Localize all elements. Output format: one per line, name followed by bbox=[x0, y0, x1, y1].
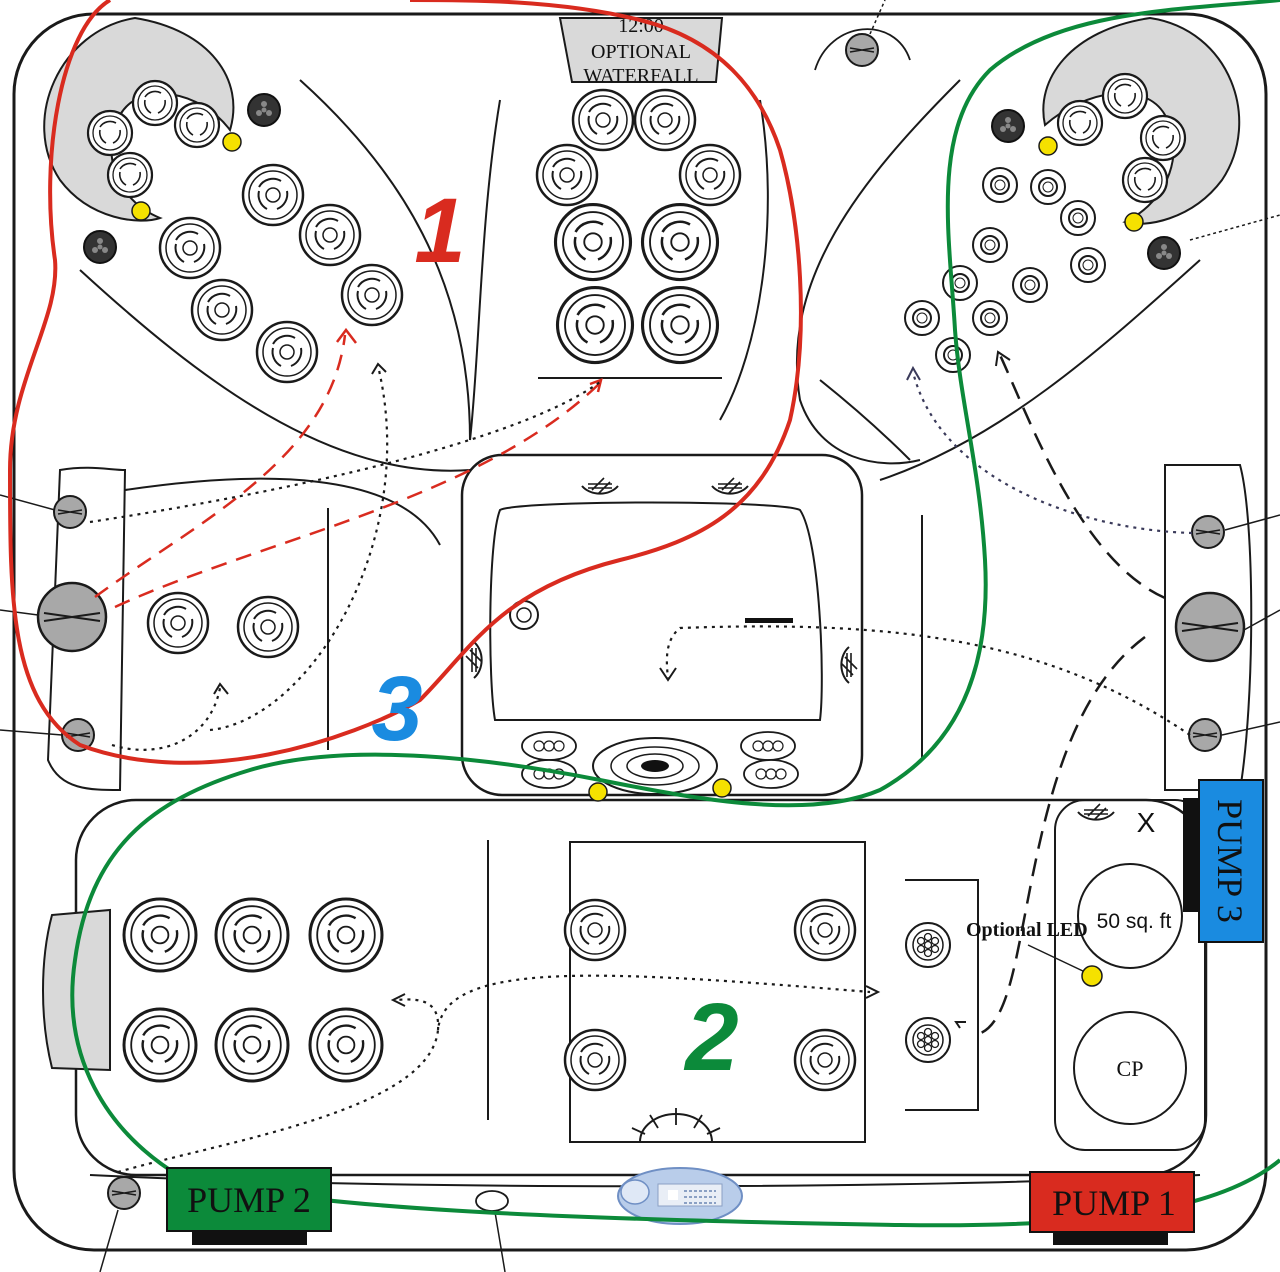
pump-1-label: PUMP 1 bbox=[1052, 1183, 1176, 1223]
zone-numbers: 1 2 3 bbox=[371, 180, 738, 1091]
led-light bbox=[1038, 136, 1058, 156]
lounger: X bbox=[122, 803, 1156, 1143]
zone1-boundary bbox=[7, 0, 803, 765]
waterfall-line2: WATERFALL bbox=[583, 65, 698, 87]
led-light bbox=[1081, 965, 1103, 987]
valve-icon bbox=[53, 495, 87, 529]
valve-icon bbox=[1188, 718, 1222, 752]
zone3-number: 3 bbox=[371, 658, 422, 760]
valve-icon bbox=[1191, 515, 1225, 549]
jets-top-center bbox=[535, 88, 742, 365]
pump-3-block: PUMP 3 bbox=[1183, 779, 1264, 943]
zone2-number: 2 bbox=[683, 984, 738, 1091]
footwell bbox=[465, 477, 858, 802]
pump-3-label: PUMP 3 bbox=[1210, 799, 1250, 923]
sun-icon bbox=[631, 1108, 721, 1143]
zone2-boundary bbox=[70, 0, 1280, 1228]
valve-icon bbox=[845, 33, 879, 67]
control-panel-icon bbox=[617, 1167, 743, 1225]
dark-jet-icon bbox=[247, 93, 281, 127]
led-light bbox=[1124, 212, 1144, 232]
led-light bbox=[131, 201, 151, 221]
waterfall: 12:00 OPTIONAL WATERFALL bbox=[558, 15, 724, 87]
floor-jet bbox=[592, 737, 718, 795]
dark-jet-icon bbox=[83, 230, 117, 264]
diverter-valve-icon bbox=[1174, 591, 1246, 663]
led-light bbox=[222, 132, 242, 152]
waterfall-line1: OPTIONAL bbox=[591, 41, 691, 63]
dark-jet-icon bbox=[991, 109, 1025, 143]
optional-led-label: Optional LED bbox=[966, 919, 1088, 941]
valve-icon bbox=[107, 1176, 141, 1210]
drain-icon bbox=[475, 1190, 509, 1212]
pillows bbox=[42, 16, 1241, 1072]
zone1-number: 1 bbox=[414, 180, 465, 282]
zone-boundaries bbox=[7, 0, 1280, 1228]
equipment-area: 50 sq. ft CP Optional LED bbox=[966, 863, 1187, 1125]
led-light bbox=[712, 778, 732, 798]
area-label: 50 sq. ft bbox=[1097, 910, 1172, 933]
x-mark: X bbox=[1137, 807, 1156, 838]
diverter-valve-icon bbox=[36, 581, 108, 653]
pump-2-label: PUMP 2 bbox=[187, 1180, 311, 1220]
flow-lines bbox=[89, 327, 1193, 1223]
pump-2-block: PUMP 2 bbox=[166, 1167, 332, 1245]
pump-1-block: PUMP 1 bbox=[1029, 1171, 1195, 1245]
dark-jet-icon bbox=[1147, 236, 1181, 270]
right-seat bbox=[1174, 214, 1280, 752]
jets-top-left bbox=[83, 79, 404, 384]
top-diverter bbox=[814, 0, 911, 71]
led-light bbox=[588, 782, 608, 802]
jets-top-right bbox=[904, 72, 1187, 373]
bottom-features bbox=[99, 1167, 743, 1272]
cp-label: CP bbox=[1117, 1056, 1144, 1081]
waterfall-time: 12:00 bbox=[618, 15, 664, 37]
